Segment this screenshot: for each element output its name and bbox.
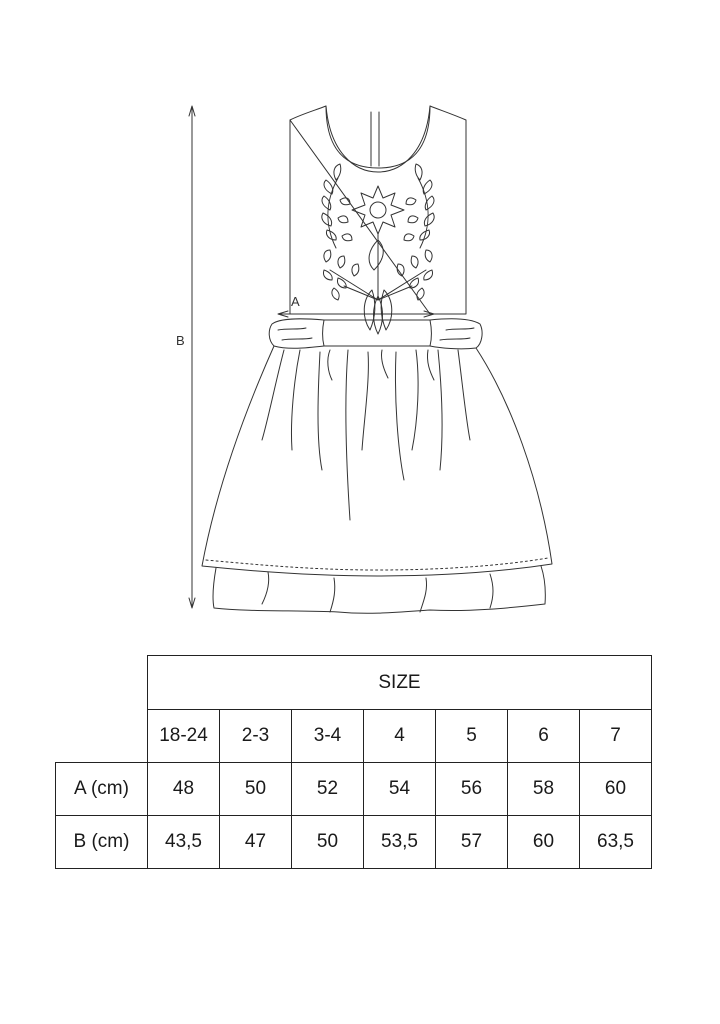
embroidery-flower (329, 185, 427, 335)
table-row: A (cm) 48 50 52 54 56 58 60 (55, 762, 652, 816)
value-cell: 48 (147, 762, 220, 816)
measure-a-label: A (291, 294, 300, 309)
size-cell: 4 (363, 709, 436, 763)
embroidery-right-laurel (403, 163, 435, 249)
size-cell: 5 (435, 709, 508, 763)
value-cell: 53,5 (363, 815, 436, 869)
value-cell: 60 (507, 815, 580, 869)
value-cell: 56 (435, 762, 508, 816)
value-cell: 58 (507, 762, 580, 816)
underskirt (212, 565, 546, 614)
value-cell: 54 (363, 762, 436, 816)
measure-b-arrow (188, 105, 196, 609)
table-row: SIZE (56, 655, 652, 710)
row-label: B (cm) (55, 815, 148, 869)
row-label: A (cm) (55, 762, 148, 816)
value-cell: 63,5 (579, 815, 652, 869)
size-cell: 6 (507, 709, 580, 763)
waistband (268, 318, 483, 350)
value-cell: 50 (291, 815, 364, 869)
size-header: SIZE (147, 655, 652, 710)
size-chart-table: SIZE 18-24 2-3 3-4 4 5 6 7 A (cm) 48 50 … (55, 655, 652, 869)
size-cell: 18-24 (147, 709, 220, 763)
dress-technical-drawing (188, 105, 553, 614)
embroidery-left-laurel (321, 163, 353, 249)
size-cell: 2-3 (219, 709, 292, 763)
value-cell: 60 (579, 762, 652, 816)
value-cell: 57 (435, 815, 508, 869)
size-cell: 7 (579, 709, 652, 763)
skirt (201, 345, 553, 577)
measure-b-label: B (176, 333, 185, 348)
size-cell: 3-4 (291, 709, 364, 763)
table-row: B (cm) 43,5 47 50 53,5 57 60 63,5 (55, 815, 652, 869)
table-row: 18-24 2-3 3-4 4 5 6 7 (56, 709, 652, 763)
table-corner (56, 656, 148, 710)
table-corner (56, 710, 148, 763)
value-cell: 52 (291, 762, 364, 816)
value-cell: 47 (219, 815, 292, 869)
embroidery-branches (323, 249, 433, 301)
bodice (289, 105, 467, 315)
value-cell: 43,5 (147, 815, 220, 869)
value-cell: 50 (219, 762, 292, 816)
